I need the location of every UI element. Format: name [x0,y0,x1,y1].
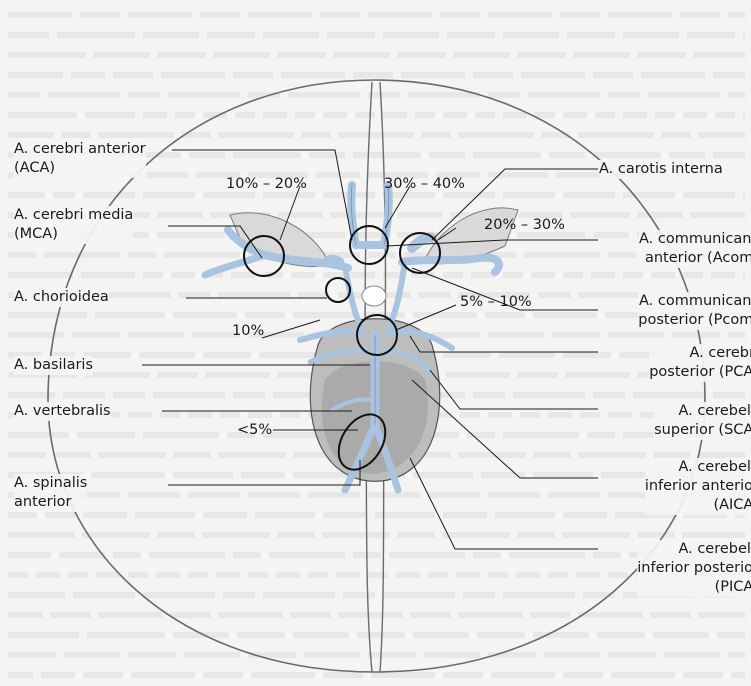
marker-chorioidea [326,278,350,302]
label-carotis-interna: A. carotis interna [599,160,751,179]
pct-chorioidea: 10% [232,322,264,340]
label-pca: A. cerebri posterior (PCA) [649,344,751,382]
mca-left-branch [205,255,265,275]
label-sca: A. cerebelli superior (SCA) [654,402,751,440]
label-vertebralis: A. vertebralis [14,402,111,421]
pct-vertebralis: <5% [237,421,272,439]
pct-mca: 10% – 20% [226,175,307,193]
label-pcom: A. communicans posterior (Pcom) [638,292,751,330]
label-spinalis: A. spinalis anterior [14,474,87,512]
pituitary-stalk [362,286,386,306]
label-aca: A. cerebri anterior (ACA) [14,140,146,178]
label-aica: A. cerebelli inferior anterior (AICA) [645,458,751,515]
pct-ci: 20% – 30% [484,216,565,234]
pct-acom: 30% – 40% [384,175,465,193]
pct-pcom: 5% – 10% [460,293,532,311]
carotis-left [326,259,340,262]
carotis-right [412,237,432,248]
label-acom: A. communicans anterior (Acom) [639,230,751,268]
label-mca: A. cerebri media (MCA) [14,206,133,244]
label-pica: A. cerebelli inferior posterior (PICA) [637,540,751,597]
label-basilaris: A. basilaris [14,356,93,375]
label-chorioidea: A. chorioidea [14,288,109,307]
